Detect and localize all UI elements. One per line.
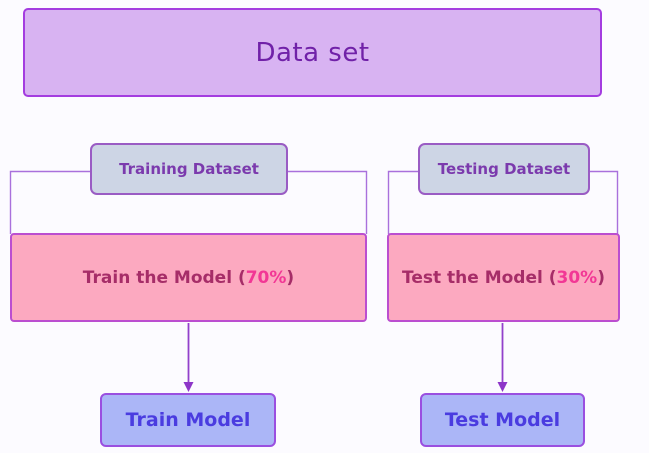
- train-model-box: Train Model: [100, 393, 276, 447]
- train-arrow-head-icon: [183, 382, 194, 392]
- test-model-process-box: Test the Model (30%): [387, 233, 620, 322]
- test-model-box: Test Model: [420, 393, 585, 447]
- train-model-label: Train Model: [125, 409, 251, 431]
- dataset-root-label: Data set: [255, 37, 370, 68]
- test-model-process-label: Test the Model (30%): [402, 268, 605, 288]
- train-process-text: Train the Model (: [82, 267, 246, 288]
- test-process-text: Test the Model (: [401, 267, 557, 288]
- test-percent-value: 30%: [556, 267, 598, 288]
- test-model-label: Test Model: [444, 409, 561, 431]
- test-process-text-close: ): [597, 267, 605, 288]
- training-dataset-label: Training Dataset: [119, 160, 259, 178]
- train-model-process-box: Train the Model (70%): [10, 233, 367, 322]
- train-percent-value: 70%: [245, 267, 287, 288]
- testing-dataset-box: Testing Dataset: [418, 143, 590, 195]
- training-dataset-box: Training Dataset: [90, 143, 288, 195]
- train-model-process-label: Train the Model (70%): [83, 268, 294, 288]
- train-process-text-close: ): [286, 267, 295, 288]
- test-arrow-head-icon: [497, 382, 508, 392]
- dataset-root-box: Data set: [23, 8, 602, 97]
- testing-dataset-label: Testing Dataset: [437, 160, 571, 178]
